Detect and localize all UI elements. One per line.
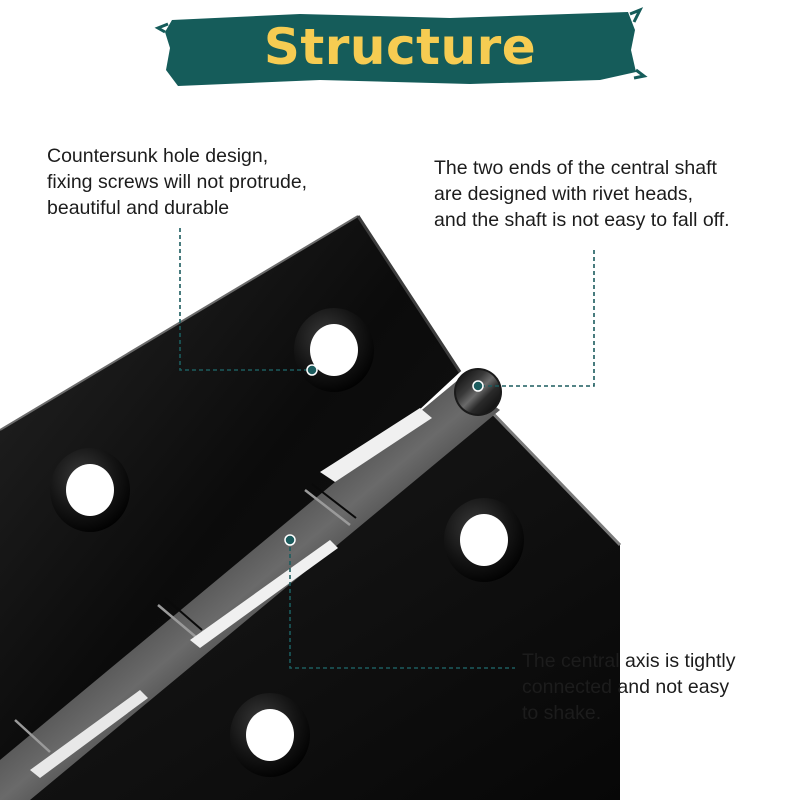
marker-dot-rivet bbox=[472, 380, 484, 392]
callout-countersunk-hole: Countersunk hole design, fixing screws w… bbox=[47, 143, 307, 221]
leader-line-axis bbox=[289, 540, 515, 669]
marker-dot-countersunk bbox=[306, 364, 318, 376]
callout-line: beautiful and durable bbox=[47, 197, 230, 219]
title-banner-text: Structure bbox=[263, 18, 537, 76]
countersunk-hole-right bbox=[444, 498, 524, 582]
countersunk-hole-bottom bbox=[230, 693, 310, 777]
callout-central-axis: The central axis is tightly connected an… bbox=[522, 648, 736, 726]
countersunk-hole-left bbox=[50, 448, 130, 532]
leader-line-rivet bbox=[478, 250, 595, 387]
marker-dot-axis bbox=[284, 534, 296, 546]
callout-line: Countersunk hole design, bbox=[47, 145, 269, 167]
callout-line: are designed with rivet heads, bbox=[434, 183, 694, 205]
callout-line: and the shaft is not easy to fall off. bbox=[434, 209, 730, 231]
hinge-right-leaf bbox=[20, 400, 620, 800]
callout-line: The central axis is tightly bbox=[522, 650, 736, 672]
hinge-barrel bbox=[0, 368, 502, 800]
callout-line: The two ends of the central shaft bbox=[434, 157, 717, 179]
callout-line: connected and not easy bbox=[522, 676, 730, 698]
countersunk-hole-top bbox=[294, 308, 374, 392]
callout-line: to shake. bbox=[522, 702, 602, 724]
title-banner bbox=[154, 7, 648, 86]
callout-line: fixing screws will not protrude, bbox=[47, 171, 308, 193]
leader-line-countersunk bbox=[179, 228, 312, 371]
callout-rivet-heads: The two ends of the central shaft are de… bbox=[434, 155, 730, 233]
